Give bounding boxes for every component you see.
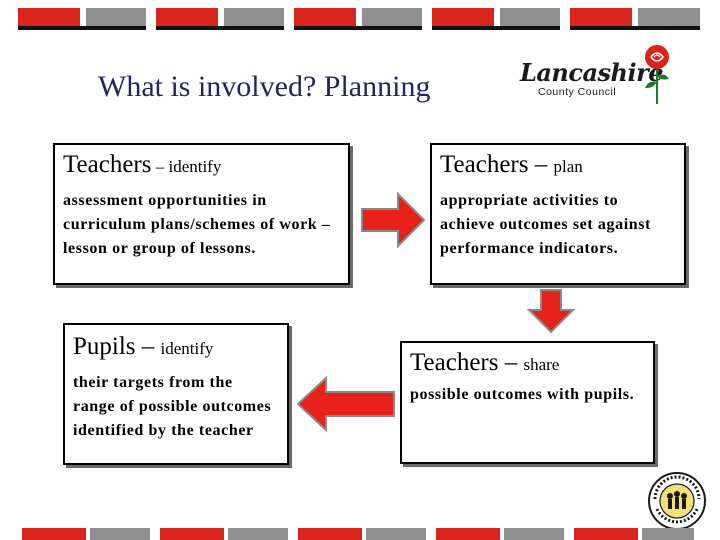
top-bar-segment — [18, 8, 146, 30]
teachers-share-box: Teachers – share possible outcomes with … — [400, 341, 655, 464]
citizenship-seal-icon — [648, 472, 706, 530]
red-rose-icon — [645, 45, 669, 104]
box-heading: Teachers – plan — [440, 151, 676, 179]
slide-title: What is involved? Planning — [98, 70, 431, 103]
box-heading-main: Pupils – — [73, 333, 161, 360]
box-heading: Teachers – share — [410, 349, 645, 377]
top-bar-segment — [294, 8, 422, 30]
box-body: possible outcomes with pupils. — [410, 386, 635, 403]
teachers-identify-box: Teachers – identify assessment opportuni… — [53, 143, 350, 285]
top-bar-segment — [156, 8, 284, 30]
box-heading-main: Teachers – — [440, 151, 554, 178]
box-heading-verb: share — [523, 355, 560, 374]
top-decorative-bar — [18, 8, 708, 30]
box-heading-verb: plan — [553, 157, 583, 176]
bottom-decorative-bar — [22, 528, 712, 540]
box-heading-main: Teachers — [63, 151, 152, 178]
left-arrow-icon — [296, 376, 395, 432]
teachers-plan-box: Teachers – plan appropriate activities t… — [430, 143, 686, 285]
box-heading-main: Teachers – — [410, 349, 524, 376]
top-bar-segment — [570, 8, 700, 30]
logo-subtitle: County Council — [538, 86, 617, 98]
down-arrow-icon — [527, 289, 575, 334]
box-heading-verb: identify — [160, 339, 214, 358]
box-body: their targets from the range of possible… — [73, 374, 272, 439]
bottom-bar-segment — [574, 528, 694, 540]
box-body: assessment opportunities in curriculum p… — [63, 192, 331, 257]
bottom-bar-segment — [22, 528, 150, 540]
right-arrow-icon — [361, 192, 426, 248]
logo-wordmark: Lancashire — [520, 58, 664, 87]
bottom-bar-segment — [298, 528, 426, 540]
lancashire-logo: Lancashire County Council — [520, 44, 670, 114]
bottom-bar-segment — [160, 528, 288, 540]
box-heading-verb: – identify — [151, 157, 222, 176]
box-heading: Teachers – identify — [63, 151, 340, 179]
top-bar-segment — [432, 8, 560, 30]
box-body: appropriate activities to achieve outcom… — [440, 192, 651, 257]
bottom-bar-segment — [436, 528, 564, 540]
box-heading: Pupils – identify — [73, 333, 279, 361]
pupils-identify-box: Pupils – identify their targets from the… — [63, 323, 289, 465]
